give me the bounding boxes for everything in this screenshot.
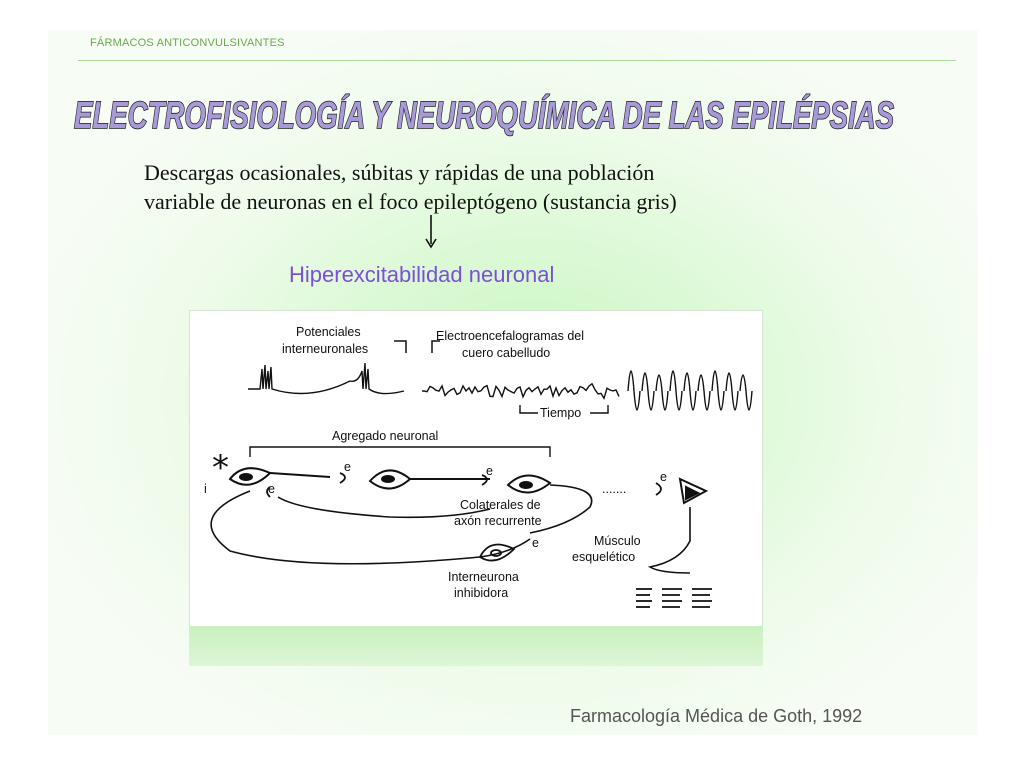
inhibitory-interneuron	[478, 543, 516, 562]
label-interneurona: Interneurona	[448, 570, 519, 584]
label-e-2: e	[486, 464, 493, 478]
citation-text: Farmacología Médica de Goth, 1992	[570, 706, 863, 726]
neuron-diagram: Potenciales interneuronales Electroencef…	[189, 310, 763, 627]
arrow-down-icon	[424, 214, 438, 255]
eeg-trace	[421, 382, 620, 401]
label-esqueletico: esquelético	[572, 550, 635, 564]
label-potenciales: Potenciales	[296, 325, 361, 339]
description-line-2: variable de neuronas en el foco epileptó…	[144, 189, 677, 214]
label-interneuronales: interneuronales	[282, 342, 368, 356]
label-e-4: e	[268, 482, 275, 496]
interneuronal-trace	[248, 362, 405, 395]
section-label: FÁRMACOS ANTICONVULSIVANTES	[90, 37, 285, 49]
label-eeg: Electroencefalogramas del	[436, 329, 584, 343]
star-marker: *	[212, 448, 229, 488]
label-i: i	[204, 482, 207, 496]
result-text: Hiperexcitabilidad neuronal	[289, 262, 555, 287]
label-e-1: e	[344, 460, 351, 474]
dotted-continuation: .......	[602, 482, 626, 496]
slide-title-text: ELECTROFISIOLOGÍA Y NEUROQUÍMICA DE LAS …	[74, 93, 894, 137]
header-divider	[78, 60, 956, 61]
seizure-burst-trace	[627, 370, 753, 411]
skeletal-muscle-fibers	[636, 588, 712, 608]
description-text: Descargas ocasionales, súbitas y rápidas…	[144, 158, 864, 216]
figure-shadow	[189, 626, 763, 666]
label-colaterales: Colaterales de	[460, 498, 541, 512]
label-musculo: Músculo	[594, 534, 641, 548]
label-e-5: e	[532, 536, 539, 550]
label-inhibidora: inhibidora	[454, 586, 508, 600]
label-e-3: e	[660, 470, 667, 484]
motor-neuron	[678, 477, 709, 505]
label-cuero-cabelludo: cuero cabelludo	[462, 346, 550, 360]
label-axon-recurrente: axón recurrente	[454, 514, 542, 528]
description-line-1: Descargas ocasionales, súbitas y rápidas…	[144, 160, 655, 185]
neuron-3	[506, 474, 552, 494]
recurrent-collateral-loop	[210, 490, 531, 565]
slide-title: ELECTROFISIOLOGÍA Y NEUROQUÍMICA DE LAS …	[70, 78, 910, 148]
label-tiempo: Tiempo	[540, 406, 581, 420]
label-agregado-neuronal: Agregado neuronal	[332, 429, 438, 443]
